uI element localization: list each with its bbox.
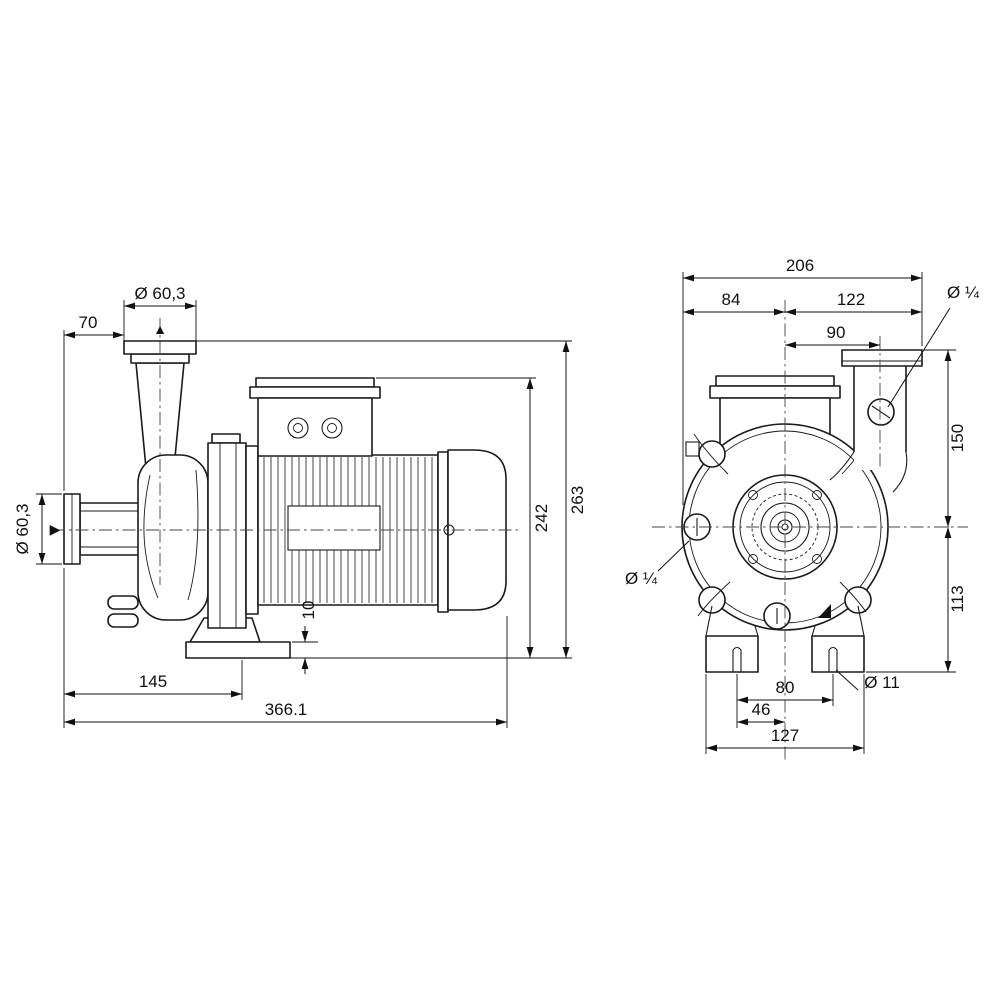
dim-label-foot-span: 127 <box>771 726 799 745</box>
dim-label-width-left: 84 <box>722 290 741 309</box>
side-view-dimensions: Ø 60,3 ▲ 70 Ø 60,3 ▶ 242 263 10 145 366.… <box>13 284 587 728</box>
front-view-dimensions: 206 84 122 90 Ø ¼ 150 113 Ø ¼ 80 Ø 11 46… <box>625 256 980 754</box>
dim-label-outlet-offset: 70 <box>79 313 98 332</box>
dim-label-overall-width: 206 <box>786 256 814 275</box>
front-terminal-box-lid-top <box>715 375 835 387</box>
dim-label-plug-left: Ø ¼ <box>625 569 658 588</box>
casing-contour-left <box>143 474 159 599</box>
terminal-box <box>257 397 373 457</box>
dim-label-outlet-diameter: Ø 60,3 <box>134 284 185 303</box>
dim-label-pump-length: 145 <box>139 672 167 691</box>
cable-gland-right-inner <box>327 423 337 433</box>
outlet-pipe-walls <box>853 366 907 452</box>
dim-label-height-upper: 150 <box>948 424 967 452</box>
terminal-box-lid-top <box>255 377 375 388</box>
base-plate <box>185 641 291 659</box>
casing-lug-upper <box>107 595 139 610</box>
dim-label-bolt-spacing: 80 <box>776 678 795 697</box>
motor-adapter <box>207 442 247 629</box>
side-view-centerlines <box>52 318 522 585</box>
adapter-lines <box>219 443 237 628</box>
volute-rib-1 <box>693 433 729 475</box>
front-terminal-box-lid <box>709 385 841 399</box>
foot-left <box>705 635 759 673</box>
plug-top-slot <box>871 405 891 419</box>
casing-lug-lower <box>107 613 139 628</box>
volute-rib-4 <box>839 581 867 613</box>
dim-label-height-terminal-box: 242 <box>532 504 551 532</box>
casing-contour-right <box>187 469 199 601</box>
drain-direction-icon <box>818 604 831 618</box>
leader-bolt-hole <box>835 669 859 691</box>
bolt-slot-left <box>732 646 742 672</box>
side-view <box>52 318 522 659</box>
dim-label-overall-length: 366.1 <box>265 700 308 719</box>
hub-ring-3 <box>760 502 810 552</box>
hub-screw-1 <box>748 490 758 500</box>
suction-pipe-wall-lines <box>80 510 142 548</box>
dim-label-overall-height: 263 <box>568 486 587 514</box>
feet-connectors <box>705 605 865 637</box>
motor-rear-flange <box>437 451 449 613</box>
dim-label-bolt-hole-diameter: Ø 11 <box>864 673 900 692</box>
bolt-slot-right <box>828 646 838 672</box>
front-view-centerlines <box>652 300 968 762</box>
gland-stub-1 <box>685 441 700 457</box>
cable-gland-right <box>321 417 343 439</box>
flow-direction-up-icon: ▲ <box>153 321 167 337</box>
casing-boss-upper-left <box>698 440 726 468</box>
outlet-pipe-transition <box>829 451 908 493</box>
hub-screw-4 <box>812 554 822 564</box>
outlet-flange <box>841 349 923 367</box>
dim-label-bolt-to-center: 46 <box>752 700 771 719</box>
dim-label-plug-top: Ø ¼ <box>947 283 980 302</box>
dim-label-outlet-offset-center: 90 <box>827 323 846 342</box>
terminal-box-lid <box>249 386 381 399</box>
volute-rib-3 <box>697 581 731 617</box>
cable-gland-left-inner <box>293 423 303 433</box>
leader-plug-left <box>657 540 690 572</box>
dim-label-width-right: 122 <box>837 290 865 309</box>
dim-label-inlet-diameter: Ø 60,3 <box>13 503 32 554</box>
hub-screw-3 <box>748 554 758 564</box>
dim-label-height-lower: 113 <box>948 585 967 612</box>
nameplate <box>287 505 381 551</box>
flow-direction-right-icon: ▶ <box>50 521 61 537</box>
cable-gland-left <box>287 417 309 439</box>
foot-right <box>811 635 865 673</box>
front-view <box>652 300 968 762</box>
adapter-step <box>211 433 241 444</box>
leader-plug-top <box>887 307 951 408</box>
dim-label-base-plate-thickness: 10 <box>299 601 318 620</box>
hub-screw-2 <box>812 490 822 500</box>
